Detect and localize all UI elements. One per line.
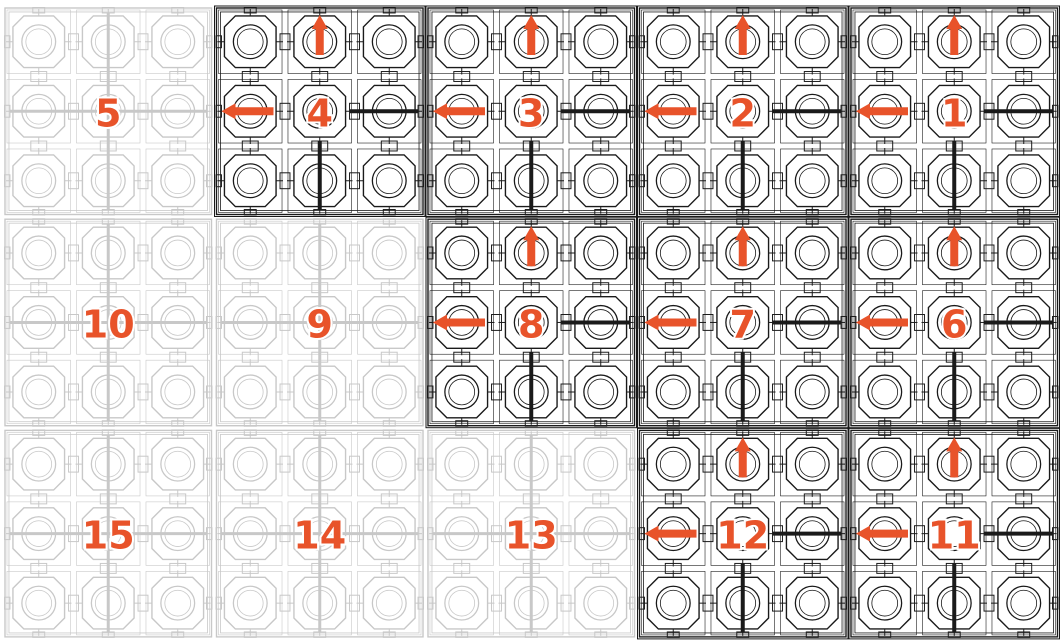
tile-2: 2 xyxy=(638,6,849,217)
tile-number-label: 5 xyxy=(95,91,121,135)
tile-10: 10 xyxy=(4,218,213,427)
tile-11: 11 xyxy=(849,428,1060,639)
tile-number-label: 3 xyxy=(518,91,544,135)
tile-number-label: 9 xyxy=(307,302,333,346)
tile-number-label: 6 xyxy=(941,302,967,346)
tile-8: 8 xyxy=(426,217,637,428)
tile-number-label: 12 xyxy=(716,514,769,558)
tile-number-label: 11 xyxy=(928,514,981,558)
tile-number-label: 4 xyxy=(307,91,333,135)
tile-number-label: 2 xyxy=(730,91,756,135)
tile-number-label: 1 xyxy=(941,91,967,135)
up-arrow-icon xyxy=(735,226,751,266)
tile-number-label: 15 xyxy=(82,514,135,558)
up-arrow-icon xyxy=(735,437,751,477)
up-arrow-icon xyxy=(946,437,962,477)
up-arrow-icon xyxy=(523,15,539,55)
up-arrow-icon xyxy=(946,15,962,55)
tile-14: 14 xyxy=(216,429,425,638)
tile-15: 15 xyxy=(4,429,213,638)
tile-7: 7 xyxy=(638,217,849,428)
tile-9: 9 xyxy=(216,218,425,427)
tile-number-label: 10 xyxy=(82,302,135,346)
up-arrow-icon xyxy=(946,226,962,266)
up-arrow-icon xyxy=(312,15,328,55)
tile-3: 3 xyxy=(426,6,637,217)
tile-1: 1 xyxy=(849,6,1060,217)
tile-4: 4 xyxy=(215,6,426,217)
up-arrow-icon xyxy=(523,226,539,266)
tile-13: 13 xyxy=(427,429,636,638)
tile-12: 12 xyxy=(638,428,849,639)
tile-number-label: 13 xyxy=(505,514,558,558)
tile-6: 6 xyxy=(849,217,1060,428)
tile-number-label: 8 xyxy=(518,302,544,346)
tile-number-label: 14 xyxy=(293,514,346,558)
tile-5: 5 xyxy=(4,7,213,216)
tile-number-label: 7 xyxy=(730,302,756,346)
up-arrow-icon xyxy=(735,15,751,55)
